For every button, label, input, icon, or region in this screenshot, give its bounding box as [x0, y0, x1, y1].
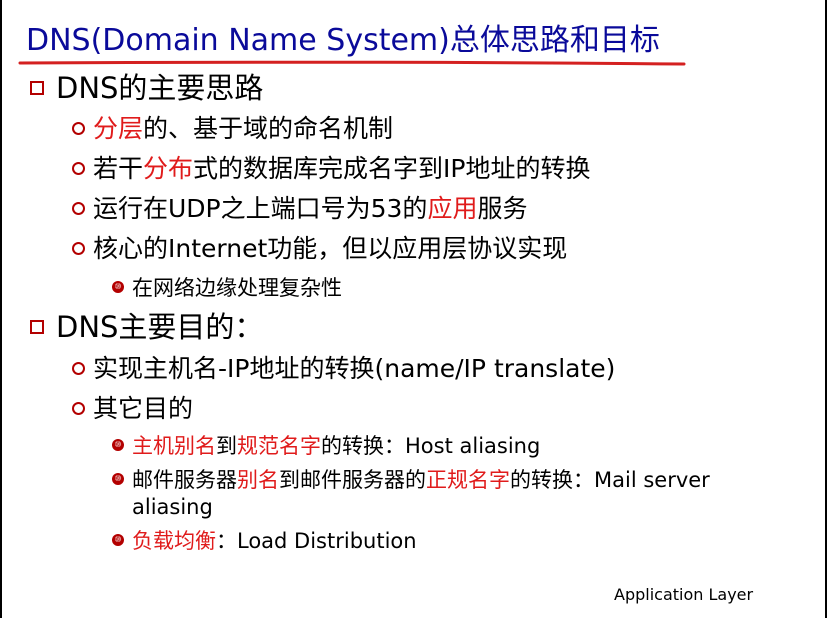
section1-item-1: 分层的、基于域的命名机制	[72, 113, 393, 145]
section2-item-2: 其它目的	[72, 393, 193, 425]
section1-item-3: 运行在UDP之上端口号为53的应用服务	[72, 193, 527, 225]
square-bullet-icon	[30, 81, 44, 95]
section2-heading: DNS主要目的：	[30, 311, 263, 343]
circle-bullet-icon	[72, 241, 85, 255]
circle-bullet-icon	[72, 361, 85, 375]
circle-bullet-icon	[72, 121, 85, 135]
small-bullet-icon: ⑩	[112, 473, 124, 485]
section2-subitem-2-continuation: aliasing	[132, 495, 213, 519]
title-underline	[18, 60, 686, 66]
square-bullet-icon	[30, 320, 44, 334]
circle-bullet-icon	[72, 201, 85, 215]
small-bullet-icon: ⑩	[112, 281, 124, 293]
slide-title: DNS(Domain Name System)总体思路和目标	[26, 23, 660, 58]
small-bullet-icon: ⑩	[112, 439, 124, 451]
small-bullet-icon: ⑩	[112, 534, 124, 546]
section1-heading: DNS的主要思路	[30, 72, 263, 104]
section2-item-1: 实现主机名-IP地址的转换(name/IP translate)	[72, 353, 615, 385]
circle-bullet-icon	[72, 161, 85, 175]
section1-item-2: 若干分布式的数据库完成名字到IP地址的转换	[72, 153, 590, 185]
footer-label: Application Layer	[614, 585, 754, 604]
circle-bullet-icon	[72, 401, 85, 415]
section1-item-4: 核心的Internet功能，但以应用层协议实现	[72, 233, 567, 265]
